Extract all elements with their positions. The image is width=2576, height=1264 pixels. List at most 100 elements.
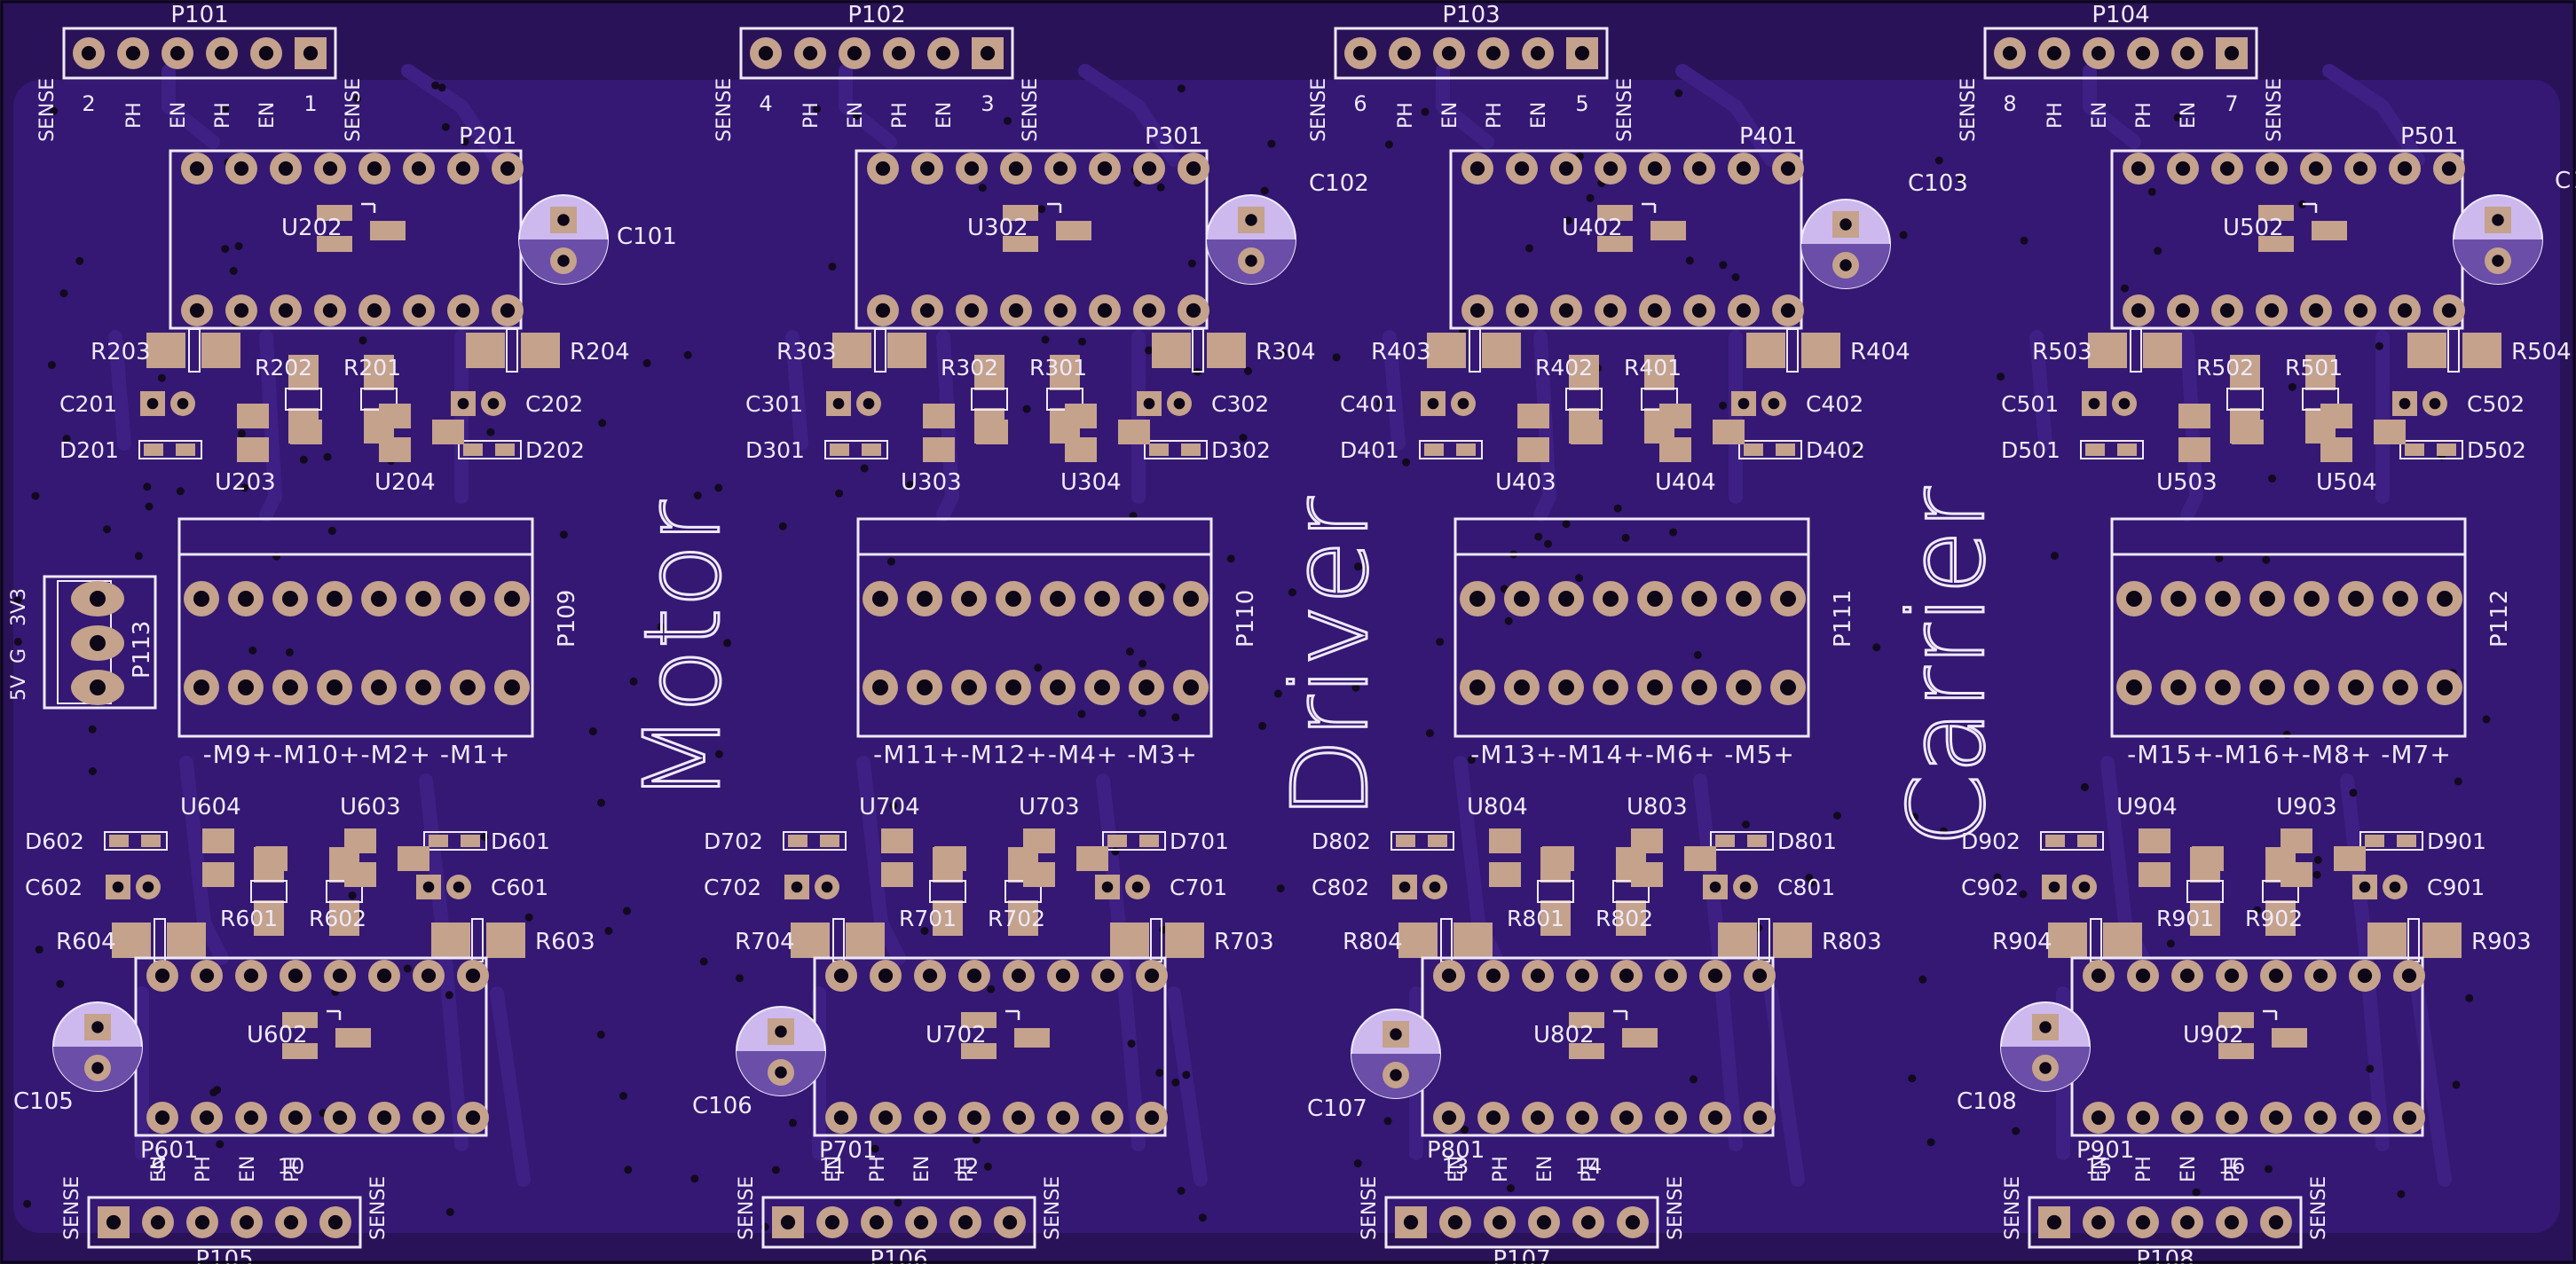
header-pin-label: EN [2178, 102, 2200, 129]
diode-pad [1428, 835, 1447, 847]
title-word-motor: Motor [621, 500, 744, 803]
terminal-pin [2427, 581, 2462, 616]
r-mid-left-ref: R901 [2156, 906, 2214, 931]
dip-pin [447, 294, 479, 326]
sot-pad [976, 420, 1008, 444]
sot-pad [290, 420, 322, 444]
terminal-pin [450, 670, 485, 705]
header-pin-label: EN [1534, 1156, 1556, 1182]
u-right-ref: U304 [1060, 469, 1122, 496]
header-pin-label: EN [911, 1156, 934, 1182]
header-pin [949, 1206, 981, 1238]
header-sense-left: SENSE [2002, 1176, 2024, 1240]
r-left-ref: R303 [776, 339, 837, 365]
header-num-right: 16 [2218, 1154, 2246, 1179]
cap-pad [1421, 391, 1446, 416]
header-pin-label: PH [2222, 1156, 2244, 1182]
dip-pin [911, 153, 943, 184]
header-pin-label: PH [1490, 1156, 1512, 1182]
dip-p-ref: P401 [1739, 123, 1797, 150]
power-header-outline [43, 575, 157, 710]
header-ref-label: P105 [195, 1246, 253, 1264]
header-ref-label: P108 [2136, 1246, 2194, 1264]
header-pin [905, 1206, 937, 1238]
dip-pin [1044, 294, 1076, 326]
d-left-ref: D401 [1340, 437, 1399, 463]
r-left-ref: R503 [2032, 339, 2092, 365]
r-mid-right-ref: R501 [2285, 355, 2343, 381]
r-left-ref: R604 [56, 929, 116, 955]
sot-pad [1631, 828, 1663, 853]
header-pin [794, 37, 826, 69]
smd-pad [961, 1043, 997, 1059]
dip-pin [1136, 960, 1168, 992]
dip-pin [403, 153, 435, 184]
dip-pin [1683, 294, 1715, 326]
header-outline [87, 1196, 362, 1249]
cap-pad [2352, 875, 2377, 899]
sot-pad [2374, 420, 2406, 444]
dip-pin [2256, 153, 2288, 184]
r-outline [2130, 328, 2142, 373]
power-pin [71, 625, 124, 661]
dip-pin [2393, 960, 2425, 992]
header-num-right: 10 [278, 1154, 305, 1179]
terminal-ref: P111 [1830, 590, 1856, 648]
dip-pin [280, 960, 311, 992]
r-pad [1482, 333, 1521, 368]
terminal-pin [1637, 670, 1673, 705]
terminal-motor-labels: -M13+-M14+-M6+ -M5+ [1470, 740, 1795, 769]
u-left-ref: U403 [1495, 469, 1556, 496]
header-pin-square [2216, 37, 2248, 69]
terminal-outline [177, 517, 534, 738]
cap-pad [2392, 391, 2417, 416]
sot-pad [881, 828, 913, 853]
header-pin-square [1566, 37, 1598, 69]
header-pin [2038, 37, 2070, 69]
diode-outline [1102, 831, 1166, 851]
c-right-ref: C302 [1211, 391, 1269, 417]
r-mid-outline [250, 880, 288, 903]
dip-pin [1506, 294, 1538, 326]
u-left-ref: U704 [859, 794, 920, 820]
terminal-pin [863, 670, 898, 705]
terminal-pin [1504, 581, 1540, 616]
c-left-ref: C501 [2001, 391, 2059, 417]
dip-u-ref: U702 [926, 1022, 987, 1048]
header-sense-left: SENSE [1958, 78, 1980, 142]
diode-outline [1144, 440, 1208, 459]
r-right-ref: R204 [570, 339, 630, 365]
dip-pin [1595, 294, 1627, 326]
diode-pad [176, 444, 195, 456]
diode-pad [1776, 444, 1795, 456]
smd-pad [317, 236, 352, 252]
power-pin [71, 670, 124, 705]
cap-ref: C105 [13, 1088, 74, 1115]
terminal-pin [1129, 670, 1164, 705]
terminal-pin [1726, 581, 1761, 616]
r-mid-right-ref: R802 [1595, 906, 1653, 931]
cap-pad-round [1383, 1062, 1409, 1088]
dip-pin [958, 960, 990, 992]
header-pin-label: EN [934, 102, 956, 129]
dip-p-ref: P701 [819, 1137, 877, 1164]
header-pin [117, 37, 149, 69]
header-outline [1983, 27, 2258, 80]
diode-pad [429, 835, 448, 847]
dip-u-ref: U402 [1562, 215, 1623, 241]
r-pad [201, 333, 240, 368]
smd-pad [335, 1028, 371, 1048]
sot-pad [934, 846, 966, 871]
cap-pad-round [1832, 252, 1859, 279]
dip-pin [2123, 294, 2155, 326]
sot-pad [1659, 437, 1691, 462]
c-right-ref: C601 [491, 875, 548, 900]
u-right-ref: U603 [340, 794, 401, 820]
dip-pin [403, 294, 435, 326]
terminal-pin [951, 670, 987, 705]
header-sense-right: SENSE [2308, 1176, 2330, 1240]
